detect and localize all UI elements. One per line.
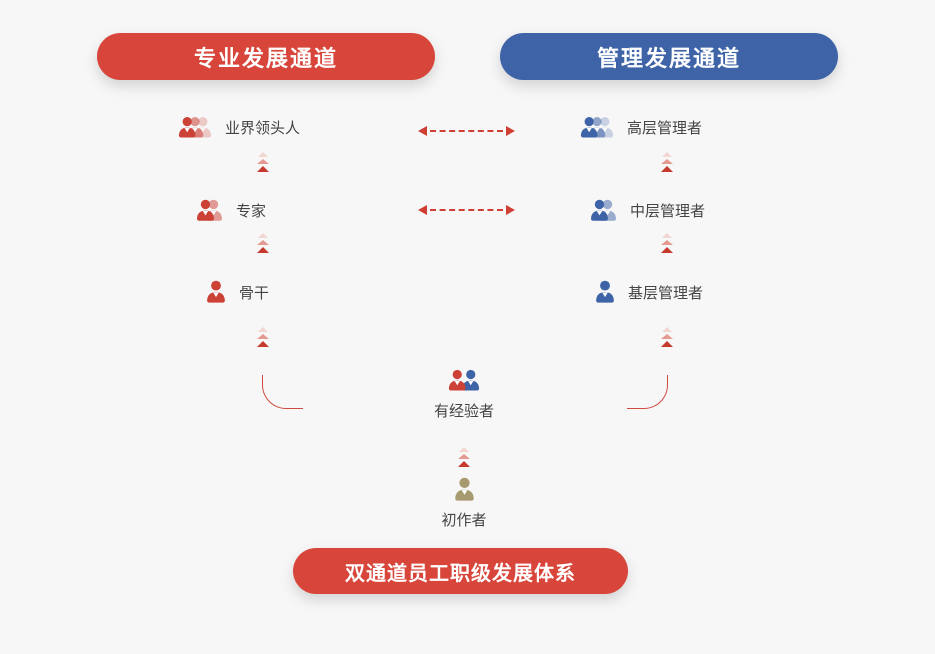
experienced-label: 有经验者	[433, 403, 494, 420]
person-olive-icon	[452, 476, 477, 503]
experienced-node: 有经验者	[404, 367, 524, 421]
footer-title: 双通道员工职级发展体系	[345, 562, 576, 585]
people-group-3-blue-icon	[578, 114, 616, 141]
merge-curve-right	[627, 375, 668, 409]
exchange-arrow-icon	[418, 124, 515, 138]
beginner-label: 初作者	[441, 512, 487, 529]
person-red-icon	[204, 279, 228, 305]
exchange-arrow-icon	[418, 203, 515, 217]
level-label: 业界领头人	[225, 119, 301, 137]
merge-curve-left	[262, 375, 303, 409]
professional-channel-title: 专业发展通道	[193, 45, 338, 71]
people-group-3-red-icon	[176, 114, 214, 141]
people-group-2-blue-icon	[588, 197, 619, 224]
ascend-arrow-icon	[660, 327, 674, 347]
level-label: 专家	[236, 202, 267, 220]
ascend-arrow-icon	[660, 233, 674, 253]
person-blue-icon	[593, 279, 617, 305]
management-channel-header: 管理发展通道	[500, 33, 838, 80]
ascend-arrow-icon	[256, 152, 270, 172]
level-label: 基层管理者	[628, 284, 704, 302]
person-pair-red-blue-icon	[446, 367, 482, 394]
ascend-arrow-icon	[457, 447, 471, 467]
professional-channel-header: 专业发展通道	[97, 33, 435, 80]
level-label: 骨干	[239, 284, 270, 302]
level-row-backbone: 骨干	[204, 277, 269, 307]
level-row-senior-manager: 高层管理者	[578, 112, 702, 142]
level-row-industry-leader: 业界领头人	[176, 112, 300, 142]
level-row-middle-manager: 中层管理者	[588, 195, 705, 225]
beginner-node: 初作者	[404, 476, 524, 530]
people-group-2-red-icon	[194, 197, 225, 224]
level-label: 高层管理者	[627, 119, 703, 137]
management-channel-title: 管理发展通道	[596, 45, 741, 71]
level-row-junior-manager: 基层管理者	[593, 277, 703, 307]
footer-banner: 双通道员工职级发展体系	[293, 548, 628, 594]
ascend-arrow-icon	[256, 233, 270, 253]
level-label: 中层管理者	[630, 202, 706, 220]
level-row-expert: 专家	[194, 195, 266, 225]
ascend-arrow-icon	[660, 152, 674, 172]
ascend-arrow-icon	[256, 327, 270, 347]
